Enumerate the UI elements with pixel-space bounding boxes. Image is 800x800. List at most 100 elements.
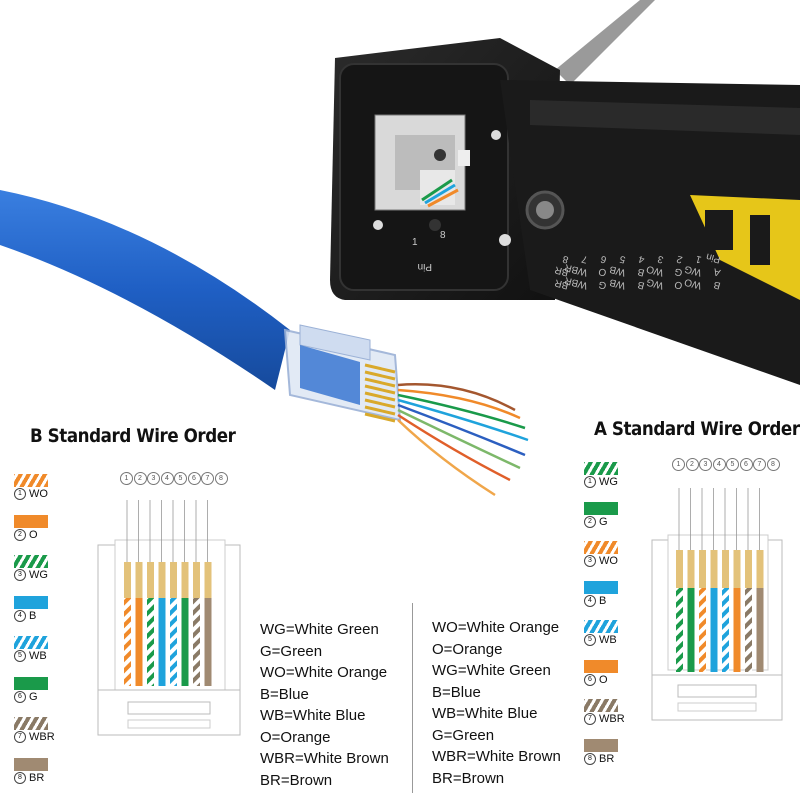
gold-contact — [204, 562, 212, 600]
handle-label: WG — [683, 263, 703, 278]
legend-code: WB — [599, 634, 617, 646]
gold-contact — [756, 550, 764, 588]
a-definition: O=Orange — [432, 640, 503, 658]
pin-number: 6 — [187, 472, 201, 485]
wire-wg — [147, 598, 154, 686]
gold-contact — [722, 550, 729, 588]
legend-number: 5 — [14, 650, 26, 663]
legend-code: WB — [29, 650, 47, 662]
legend-number: 4 — [14, 609, 26, 622]
gold-contact — [170, 562, 177, 600]
handle-label: WB — [608, 263, 627, 278]
handle-label: WG — [645, 276, 665, 291]
a-definition: WB=White Blue — [432, 705, 538, 722]
a-definitions: WO=White Orange O=Orange WG=White Green … — [432, 617, 561, 789]
legend-code: G — [29, 690, 38, 703]
handle-label: 7 — [580, 253, 589, 265]
b-definition: O=Orange — [260, 728, 331, 746]
pin-number: 5 — [726, 458, 739, 471]
legend-number: 8 — [584, 752, 596, 765]
handle-label: 6 — [599, 253, 608, 265]
handle-label: 4 — [637, 253, 646, 265]
handle-label: G — [673, 265, 684, 278]
handle-label: 8 — [561, 253, 570, 265]
pin-number: 8 — [766, 458, 780, 471]
b-definition: BR=Brown — [260, 771, 333, 789]
gold-contact — [745, 550, 752, 588]
wire-wo — [124, 598, 131, 686]
gold-contact — [193, 562, 200, 600]
legend-code: BR — [599, 752, 615, 765]
b-definition: WB=White Blue — [260, 707, 366, 724]
b-definition: B=Blue — [260, 685, 309, 703]
legend-number: 7 — [584, 713, 596, 726]
legend-code: WO — [29, 488, 48, 500]
legend-code: WG — [599, 476, 618, 488]
pin-number: 4 — [712, 458, 726, 471]
legend-number: 7 — [14, 731, 26, 744]
legend-number: 5 — [584, 634, 596, 647]
legend-code: WO — [599, 555, 618, 567]
legend-code: WBR — [599, 713, 625, 725]
legend-number: 2 — [584, 515, 596, 528]
pin-number: 3 — [147, 472, 160, 485]
handle-label: B — [636, 278, 646, 290]
pin-number: 2 — [133, 472, 147, 485]
legend-number: 6 — [584, 673, 596, 686]
wire-swatch — [584, 659, 618, 673]
a-definition: G=Green — [432, 726, 495, 744]
pin-number: 2 — [685, 458, 699, 471]
wire-swatch — [14, 514, 48, 528]
legend-number: 2 — [14, 528, 26, 541]
handle-label: Pin — [705, 250, 722, 264]
wire-swatch — [584, 462, 618, 475]
legend-code: WBR — [29, 731, 55, 743]
legend-number: 1 — [14, 488, 26, 501]
legend-number: 6 — [14, 690, 26, 703]
wire-swatch — [14, 676, 48, 690]
legend-number: 8 — [14, 771, 26, 784]
gold-contact — [733, 550, 741, 588]
a-definition: WO=White Orange — [432, 619, 560, 636]
legend-number: 3 — [584, 555, 596, 568]
handle-label: BR — [554, 277, 570, 291]
pin-number: 4 — [160, 472, 174, 485]
gold-contact — [135, 562, 143, 600]
legend-code: B — [29, 609, 37, 622]
handle-label: WB — [608, 276, 627, 291]
wire-wb — [170, 598, 177, 686]
gold-contact — [181, 562, 189, 600]
loose-wires — [397, 383, 529, 497]
center-divider — [412, 603, 413, 793]
wire-g — [687, 588, 695, 672]
legend-code: O — [29, 528, 38, 541]
gold-contact — [699, 550, 706, 588]
legend-number: 4 — [584, 594, 596, 607]
wire-swatch — [584, 620, 618, 633]
handle-label: 1 — [694, 253, 703, 265]
handle-label: G — [597, 278, 608, 291]
b-definition: WO=White Orange — [260, 664, 388, 681]
wire-wb — [722, 588, 729, 672]
tool-pin-label: Pin — [418, 261, 432, 272]
pin-number: 7 — [201, 472, 214, 485]
a-connector-diagram — [651, 488, 783, 721]
gold-contact — [687, 550, 695, 588]
a-definition: B=Blue — [432, 683, 481, 701]
handle-label: B — [712, 278, 722, 290]
pin-number: 5 — [174, 472, 187, 485]
rj45-connector — [283, 324, 402, 423]
